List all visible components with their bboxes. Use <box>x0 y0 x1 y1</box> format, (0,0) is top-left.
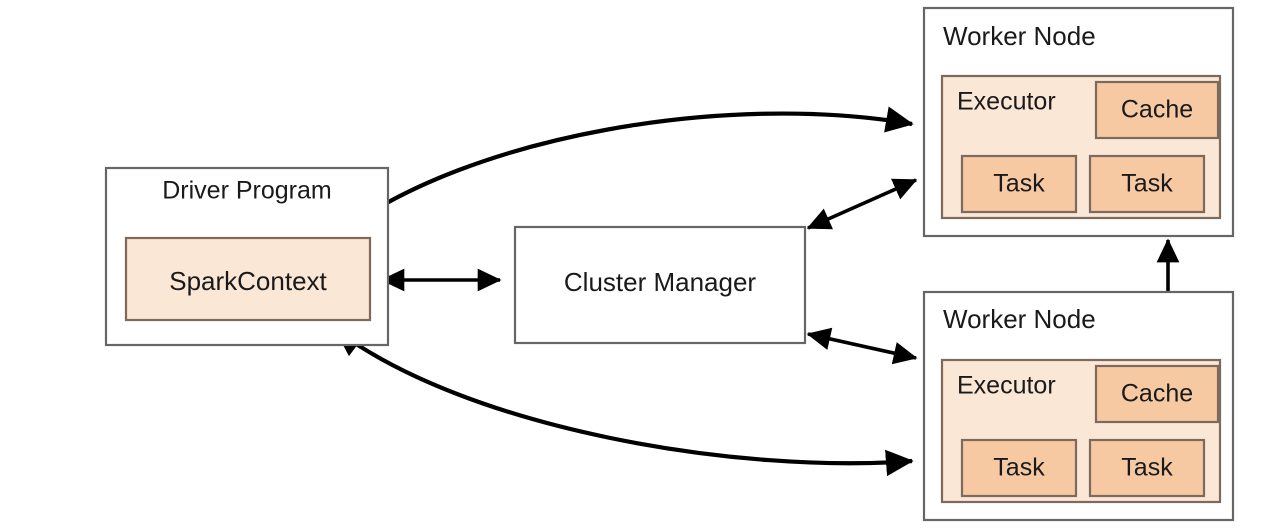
cache-bottom-label: Cache <box>1121 380 1193 408</box>
worker-node-bottom-label: Worker Node <box>943 304 1096 334</box>
edge-sparkcontext-to-worker-bottom <box>334 328 914 477</box>
cache-bottom-box[interactable] <box>1094 364 1220 424</box>
sparkcontext-box[interactable] <box>124 236 372 322</box>
executor-bottom-label: Executor <box>957 372 1056 400</box>
sparkcontext-label: SparkContext <box>169 266 327 296</box>
cluster-manager-node[interactable]: Cluster Manager <box>513 225 807 345</box>
task-top-right-label: Task <box>1121 170 1173 198</box>
cache-top-box[interactable] <box>1094 80 1220 140</box>
cluster-manager-box[interactable] <box>513 225 807 345</box>
worker-node-top-label: Worker Node <box>943 21 1096 51</box>
task-bottom-right-box[interactable] <box>1088 438 1206 498</box>
task-top-left-label: Task <box>993 170 1045 198</box>
sparkcontext-node[interactable]: SparkContext <box>124 236 372 322</box>
task-top-left-box[interactable] <box>960 154 1078 214</box>
task-bottom-left-box[interactable] <box>960 438 1078 498</box>
worker-node-bottom[interactable]: Worker Node Executor Cache Task Task <box>922 290 1235 522</box>
cluster-manager-label: Cluster Manager <box>564 267 757 297</box>
edge-sparkcontext-to-worker-top <box>338 106 914 235</box>
driver-program-label: Driver Program <box>162 177 331 205</box>
cache-top-label: Cache <box>1121 96 1193 124</box>
task-top-right-box[interactable] <box>1088 154 1206 214</box>
edge-cluster-manager-to-worker-top <box>806 178 918 230</box>
task-bottom-right-label: Task <box>1121 454 1173 482</box>
executor-top-label: Executor <box>957 88 1056 116</box>
edge-cluster-manager-to-worker-bottom <box>806 327 918 365</box>
task-bottom-left-label: Task <box>993 454 1045 482</box>
worker-node-top[interactable]: Worker Node Executor Cache Task Task <box>922 6 1235 238</box>
